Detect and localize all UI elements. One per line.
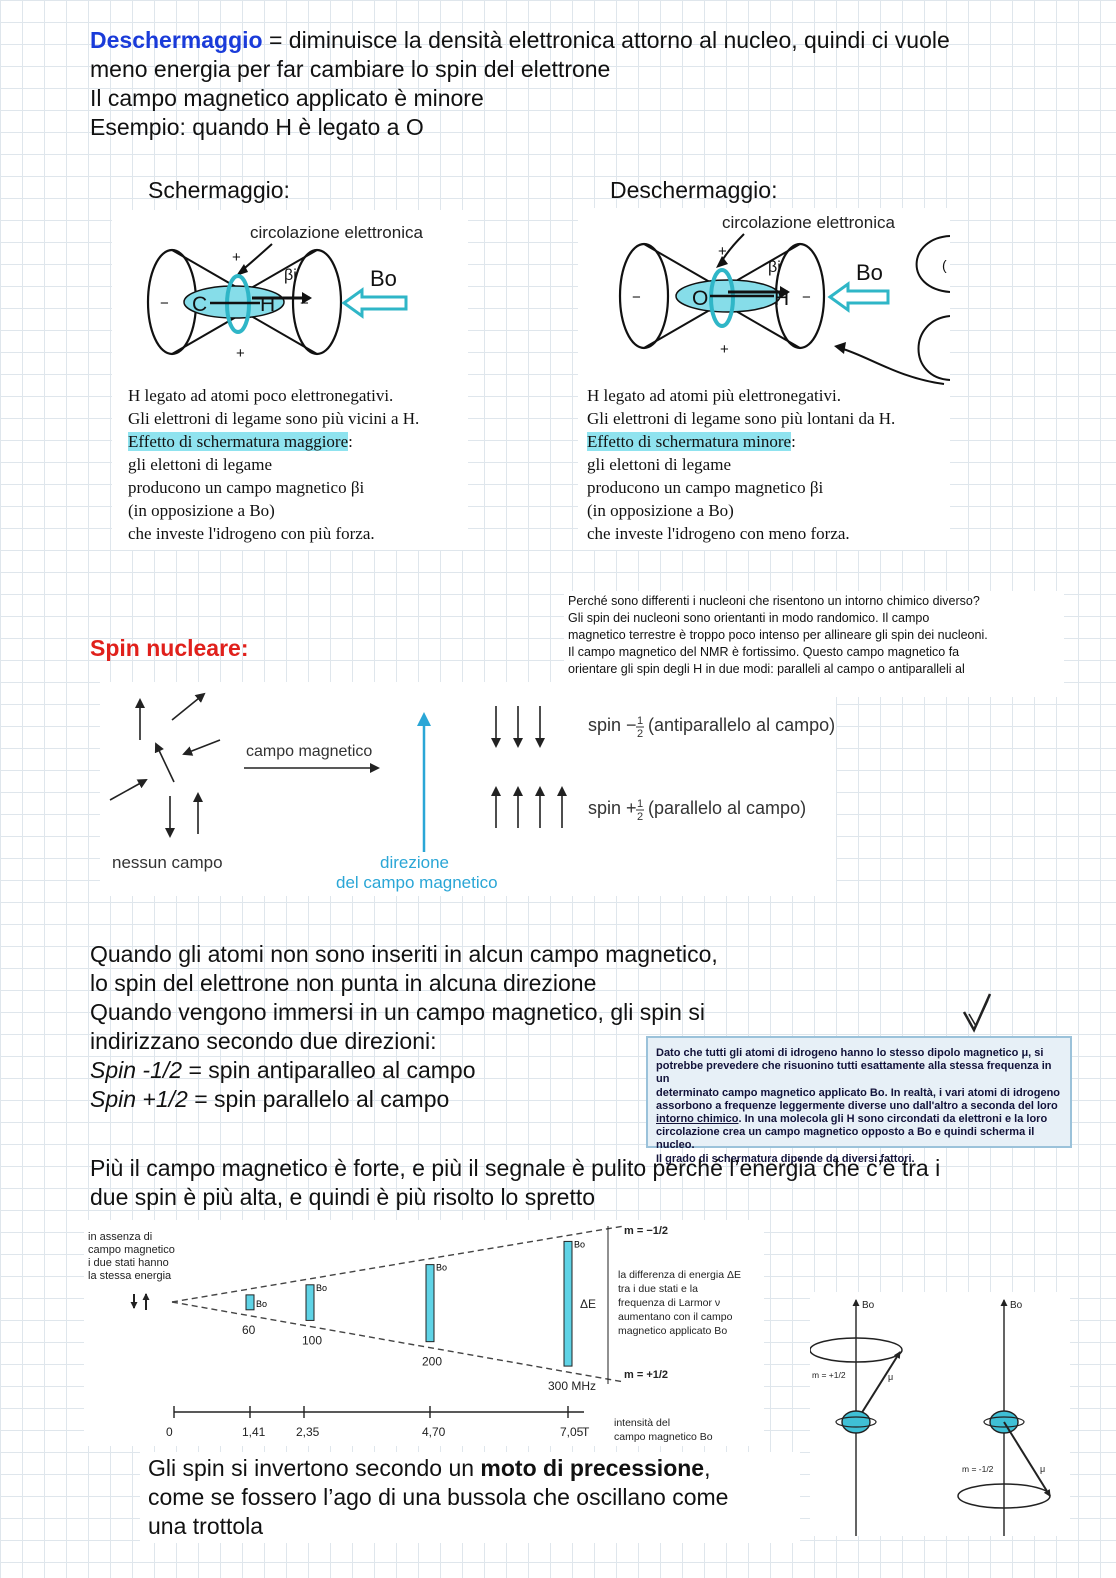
svg-text:m = −1/2: m = −1/2 — [624, 1225, 668, 1237]
beta-i-label: βi — [284, 267, 297, 284]
level-bars: Bo 60 Bo 100 Bo 200 Bo 300 MHz — [242, 1239, 596, 1393]
shielding-heading: Schermaggio: — [148, 177, 290, 203]
svg-text:−: − — [300, 295, 309, 312]
frequency-label: 300 MHz — [548, 1379, 596, 1393]
checkmark-icon — [962, 993, 992, 1033]
energy-gap-bar — [305, 1284, 315, 1321]
svg-text:campo magnetico Bo: campo magnetico Bo — [614, 1431, 713, 1443]
svg-text:m = +1/2: m = +1/2 — [624, 1369, 668, 1381]
deshielding-highlight: Effetto di schermatura minore — [587, 432, 792, 451]
svg-text:frequenza di Larmor ν: frequenza di Larmor ν — [618, 1297, 720, 1309]
svg-text:−: − — [632, 289, 641, 306]
field-strength-paragraph: Più il campo magnetico è forte, e più il… — [90, 1155, 941, 1210]
svg-text:tra i due stati e la: tra i due stati e la — [618, 1283, 698, 1295]
deshielding-cone-diagram: circolazione elettronica O H βi + + − − … — [618, 213, 951, 385]
intro-line-4: Esempio: quando H è legato a O — [90, 114, 424, 140]
svg-text:Bo: Bo — [1010, 1300, 1023, 1311]
spin-plus-label: spin + — [588, 798, 637, 818]
svg-text:2: 2 — [637, 811, 643, 823]
svg-text:μ: μ — [888, 1372, 893, 1382]
intro-line-1: Deschermaggio = diminuisce la densità el… — [90, 27, 950, 53]
svg-text:campo magnetico: campo magnetico — [88, 1244, 175, 1256]
energy-gap-bar — [245, 1294, 255, 1311]
precession-paragraph: Gli spin si invertono secondo un moto di… — [140, 1452, 800, 1543]
shielding-highlight: Effetto di schermatura maggiore — [128, 432, 349, 451]
svg-text:la differenza di energia ΔE: la differenza di energia ΔE — [618, 1269, 741, 1281]
energy-splitting-diagram: in assenza di campo magnetico i due stat… — [88, 1225, 741, 1443]
beta-i-label: βi — [768, 259, 781, 276]
direction-label-2: del campo magnetico — [336, 873, 498, 892]
intro-line-2: meno energia per far cambiare lo spin de… — [90, 56, 611, 82]
energy-gap-bar — [425, 1264, 435, 1343]
axis-tick-label: 1,41 — [242, 1425, 266, 1439]
precession-bold-term: moto di precessione — [480, 1455, 705, 1481]
intro-paragraph: Deschermaggio = diminuisce la densità el… — [90, 26, 1050, 142]
svg-text:2: 2 — [637, 728, 643, 740]
svg-text:Bo: Bo — [862, 1300, 875, 1311]
circulation-label: circolazione elettronica — [250, 223, 423, 242]
direction-label-1: direzione — [380, 853, 449, 872]
svg-text:(: ( — [942, 257, 947, 273]
deshielding-heading: Deschermaggio: — [610, 177, 778, 203]
precession-diagram: Bo m = +1/2 μ Bo m = -1/2 μ — [809, 1299, 1051, 1536]
b0-label: Bo — [370, 266, 397, 291]
axis-tick-label: 4,70 — [422, 1425, 446, 1439]
svg-text:la stessa energia: la stessa energia — [88, 1270, 172, 1282]
svg-text:ΔE: ΔE — [580, 1297, 596, 1311]
svg-text:magnetico applicato Bo: magnetico applicato Bo — [618, 1325, 727, 1337]
precession-figure: Bo m = +1/2 μ Bo m = -1/2 μ — [809, 1292, 1070, 1536]
energy-gap-bar — [563, 1240, 573, 1367]
b0-mini-label: Bo — [574, 1239, 585, 1249]
b0-mini-label: Bo — [316, 1283, 327, 1293]
hydrogen-note-box: Dato che tutti gli atomi di idrogeno han… — [646, 1036, 1072, 1165]
b0-label: Bo — [856, 260, 883, 285]
circulation-label: circolazione elettronica — [722, 213, 895, 232]
svg-text:m = -1/2: m = -1/2 — [962, 1464, 994, 1474]
svg-text:−: − — [160, 295, 169, 312]
spin-orientation-figure: nessun campo campo magnetico direzione d… — [100, 682, 836, 896]
nuclear-spin-heading: Spin nucleare: — [90, 635, 249, 661]
svg-text:+: + — [720, 341, 729, 358]
axis-tick-label: 7,05 — [560, 1425, 584, 1439]
svg-text:(parallelo al campo): (parallelo al campo) — [648, 798, 806, 818]
frequency-label: 60 — [242, 1323, 256, 1337]
frequency-label: 100 — [302, 1333, 322, 1347]
shielding-caption: H legato ad atomi poco elettronegativi. … — [128, 386, 420, 543]
deshielding-caption: H legato ad atomi più elettronegativi. G… — [587, 386, 896, 543]
axis-tick-label: 2,35 — [296, 1425, 320, 1439]
shielding-cone-diagram: circolazione elettronica C H βi + + − − … — [146, 223, 423, 362]
nmr-question-note: Perché sono differenti i nucleoni che ri… — [564, 591, 1064, 697]
svg-text:+: + — [236, 345, 245, 362]
atom-c-label: C — [192, 293, 207, 316]
deschermaggio-term: Deschermaggio — [90, 27, 263, 53]
svg-text:in assenza di: in assenza di — [88, 1231, 152, 1243]
svg-text:aumentano con il campo: aumentano con il campo — [618, 1311, 733, 1323]
svg-text:1: 1 — [637, 715, 643, 727]
svg-text:(antiparallelo al campo): (antiparallelo al campo) — [648, 715, 835, 735]
svg-text:T: T — [582, 1425, 590, 1439]
b0-mini-label: Bo — [436, 1263, 447, 1273]
axis-tick-label: 0 — [166, 1425, 173, 1439]
field-label: campo magnetico — [246, 743, 372, 760]
deshielding-figure: circolazione elettronica O H βi + + − − … — [578, 208, 951, 550]
svg-text:+: + — [718, 243, 727, 260]
energy-splitting-figure: in assenza di campo magnetico i due stat… — [84, 1220, 764, 1446]
svg-text:−: − — [802, 289, 811, 306]
intro-line-3: Il campo magnetico applicato è minore — [90, 85, 484, 111]
spin-minus-label: spin − — [588, 715, 637, 735]
atom-h-label: H — [260, 293, 275, 316]
frequency-label: 200 — [422, 1355, 442, 1369]
svg-text:i due stati hanno: i due stati hanno — [88, 1257, 169, 1269]
explanation-paragraph: Quando gli atomi non sono inseriti in al… — [90, 941, 718, 1112]
svg-text:1: 1 — [637, 798, 643, 810]
no-field-label: nessun campo — [112, 853, 223, 872]
svg-text:intensità del: intensità del — [614, 1417, 670, 1429]
svg-text:+: + — [232, 249, 241, 266]
svg-text:μ: μ — [1040, 1464, 1045, 1474]
svg-text:m = +1/2: m = +1/2 — [812, 1370, 846, 1380]
shielding-figure: circolazione elettronica C H βi + + − − … — [112, 210, 468, 550]
spin-arrows-diagram: nessun campo campo magnetico direzione d… — [109, 692, 835, 892]
b0-mini-label: Bo — [256, 1299, 267, 1309]
atom-o-label: O — [692, 287, 708, 310]
